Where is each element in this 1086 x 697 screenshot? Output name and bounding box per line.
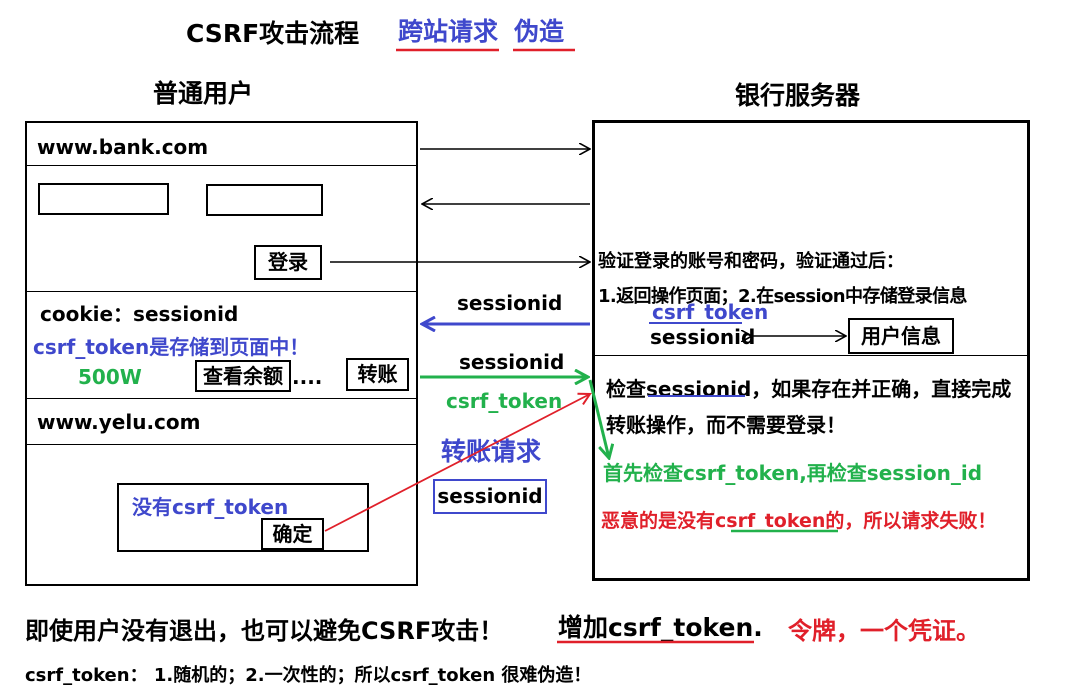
confirm-button-label: 确定 — [272, 522, 313, 546]
cookie-label: cookie：sessionid — [40, 302, 239, 326]
login-button-label: 登录 — [268, 250, 308, 274]
check-balance-label: 查看余额 — [203, 364, 283, 388]
footer-line1: 即使用户没有退出，也可以避免CSRF攻击！ — [25, 617, 504, 645]
malicious-suffix: 的，所以请求失败！ — [825, 510, 997, 532]
arrow-label-csrf-token: csrf_token — [446, 389, 563, 413]
client-heading: 普通用户 — [153, 79, 254, 108]
first-check-text: 首先检查csrf_token,再检查session_id — [603, 461, 983, 485]
arrow-label-sessionid-return: sessionid — [457, 291, 563, 315]
csrf-token-note: csrf_token是存储到页面中！ — [33, 335, 310, 359]
client-panel — [25, 121, 418, 586]
balance-amount: 500W — [78, 365, 142, 389]
malicious-prefix: 恶意的是没有 — [601, 510, 716, 532]
malicious-token: csrf_token — [715, 510, 826, 532]
sessionid-boxed-label: sessionid — [437, 484, 543, 508]
no-token-label: 没有csrf_token — [132, 495, 289, 519]
username-field[interactable] — [38, 183, 169, 215]
verify-text: 验证登录的账号和密码，验证通过后： — [598, 251, 904, 272]
server-sessionid: sessionid — [650, 325, 756, 349]
transfer-request-label: 转账请求 — [441, 437, 542, 466]
evil-form — [117, 483, 369, 552]
confirm-button[interactable]: 确定 — [261, 518, 324, 550]
footer-add-token: 增加csrf_token. — [558, 613, 763, 642]
return-text: 1.返回操作页面；2.在session中存储登录信息 — [598, 286, 967, 307]
transfer-button[interactable]: 转账 — [346, 358, 409, 391]
transfer-button-label: 转账 — [357, 362, 398, 386]
footer-token-label: 令牌，一个凭证。 — [788, 617, 980, 645]
arrow-green-down — [588, 379, 609, 458]
subtitle-forgery: 伪造 — [514, 17, 565, 46]
check-sessionid-line2: 转账操作，而不需要登录！ — [606, 413, 846, 437]
malicious-text: 恶意的是没有csrf_token的，所以请求失败！ — [601, 506, 996, 533]
arrow-forged-request — [324, 394, 590, 532]
page-title: CSRF攻击流程 — [186, 19, 360, 48]
server-panel — [592, 120, 1030, 581]
footer-line2: csrf_token： 1.随机的；2.一次性的；所以csrf_token 很难… — [25, 665, 592, 686]
user-info-label: 用户信息 — [861, 324, 941, 348]
login-button[interactable]: 登录 — [254, 245, 322, 280]
arrow-label-sessionid-send: sessionid — [459, 350, 565, 374]
bank-url: www.bank.com — [37, 135, 209, 159]
sessionid-boxed: sessionid — [433, 479, 547, 514]
check-balance-button[interactable]: 查看余额 — [195, 360, 291, 392]
server-heading: 银行服务器 — [735, 81, 861, 110]
user-info-box: 用户信息 — [848, 318, 954, 354]
password-field[interactable] — [206, 184, 323, 216]
server-csrf-token: csrf_token — [652, 300, 769, 324]
evil-site-url: www.yelu.com — [37, 410, 201, 434]
subtitle-cross-site-request: 跨站请求 — [398, 17, 499, 46]
ellipsis: .... — [292, 365, 323, 389]
